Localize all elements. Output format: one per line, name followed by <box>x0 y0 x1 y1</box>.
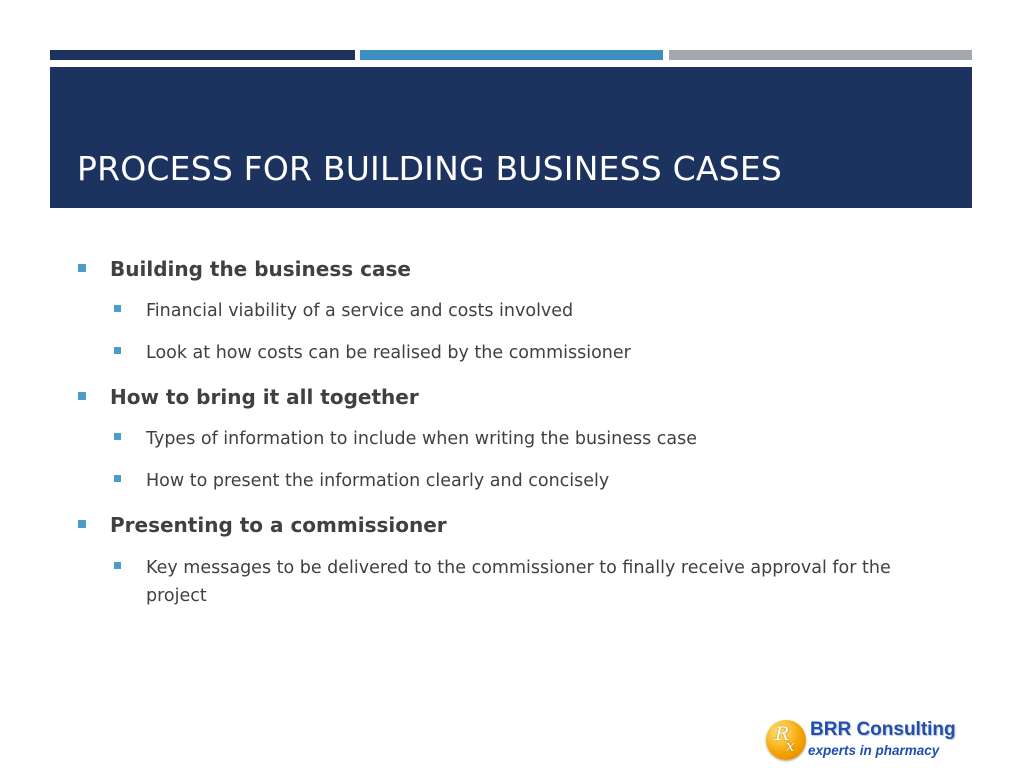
accent-bar-gray <box>669 50 972 60</box>
square-bullet-icon <box>78 264 86 272</box>
sub-bullet-present-information: How to present the information clearly a… <box>114 467 934 495</box>
sub-bullet-text: Look at how costs can be realised by the… <box>146 343 631 363</box>
sub-bullet-text: Financial viability of a service and cos… <box>146 301 574 321</box>
brr-consulting-logo: R x BRR Consulting experts in pharmacy <box>766 716 976 766</box>
sub-bullet-types-of-information: Types of information to include when wri… <box>114 425 934 453</box>
bullet-item-building-business-case: Building the business case <box>78 256 411 282</box>
accent-bar-navy <box>50 50 355 60</box>
bullet-heading: Presenting to a commissioner <box>110 513 447 537</box>
square-bullet-icon <box>114 305 121 312</box>
bullet-heading: Building the business case <box>110 257 411 281</box>
square-bullet-icon <box>114 562 121 569</box>
logo-name: BRR Consulting <box>810 719 956 740</box>
sub-bullet-costs-realised: Look at how costs can be realised by the… <box>114 339 934 367</box>
logo-symbol-x: x <box>786 737 795 755</box>
rx-circle-icon: R x <box>766 720 806 760</box>
bullet-item-bring-together: How to bring it all together <box>78 384 419 410</box>
square-bullet-icon <box>114 475 121 482</box>
square-bullet-icon <box>78 392 86 400</box>
square-bullet-icon <box>114 347 121 354</box>
sub-bullet-financial-viability: Financial viability of a service and cos… <box>114 297 934 325</box>
sub-bullet-text: How to present the information clearly a… <box>146 471 610 491</box>
sub-bullet-text: Types of information to include when wri… <box>146 429 697 449</box>
bullet-heading: How to bring it all together <box>110 385 419 409</box>
square-bullet-icon <box>114 433 121 440</box>
sub-bullet-key-messages: Key messages to be delivered to the comm… <box>114 554 934 610</box>
logo-tagline: experts in pharmacy <box>808 743 940 758</box>
bullet-item-presenting: Presenting to a commissioner <box>78 512 447 538</box>
title-band: PROCESS FOR BUILDING BUSINESS CASES <box>50 67 972 208</box>
square-bullet-icon <box>78 520 86 528</box>
accent-bar-blue <box>360 50 663 60</box>
logo-symbol-r: R <box>775 723 790 745</box>
sub-bullet-text: Key messages to be delivered to the comm… <box>146 558 891 606</box>
slide-title: PROCESS FOR BUILDING BUSINESS CASES <box>77 149 783 188</box>
